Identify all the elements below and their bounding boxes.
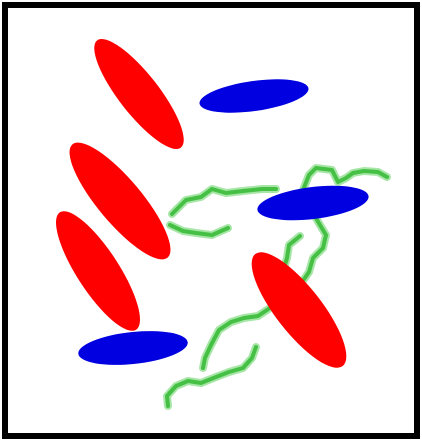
illustration-canvas (0, 0, 422, 441)
